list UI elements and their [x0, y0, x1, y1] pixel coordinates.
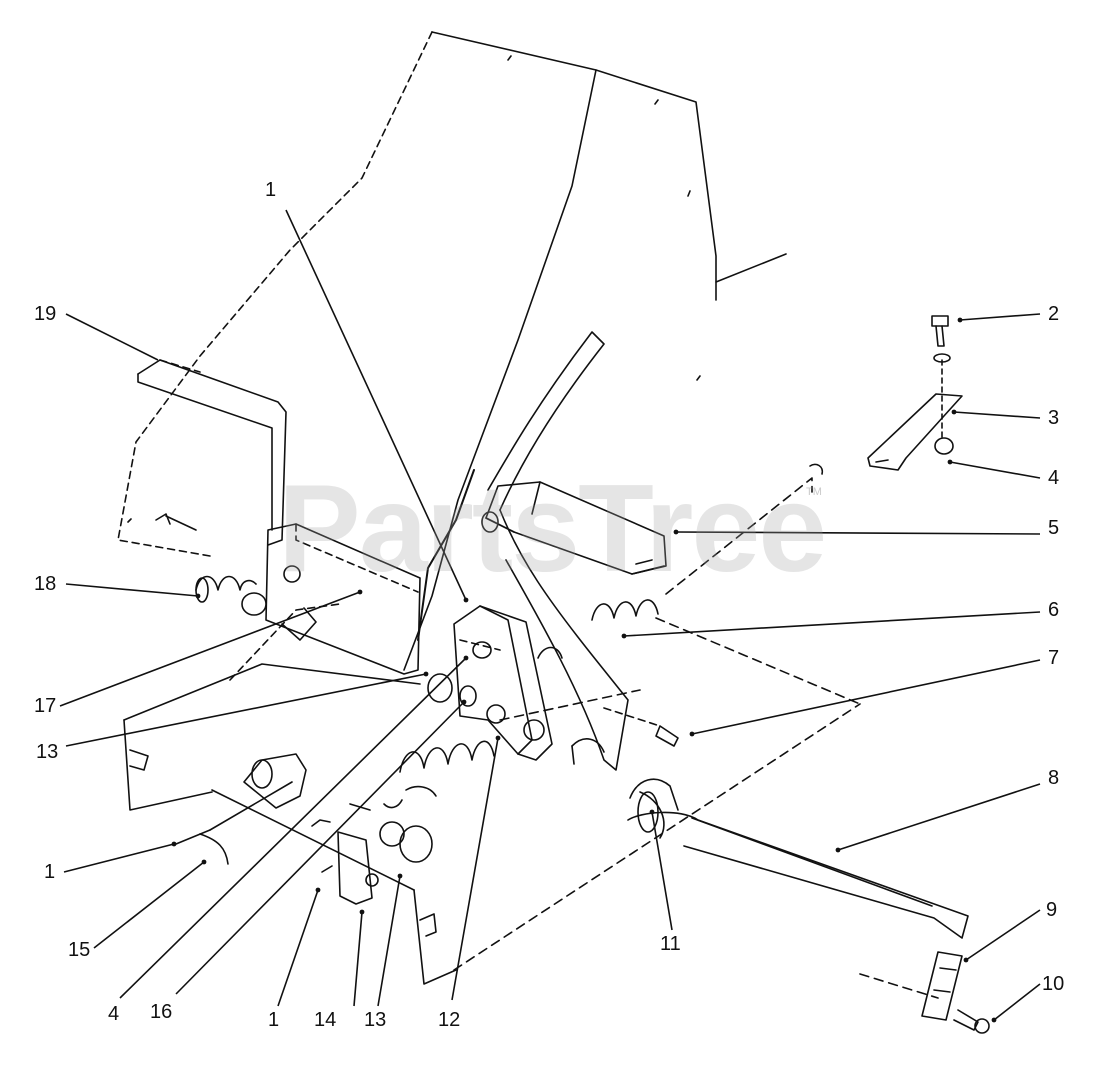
pedal-pad [481, 481, 667, 575]
link-plate [453, 605, 553, 761]
callout-13-bottom: 13 [364, 1009, 387, 1031]
callout-3: 3 [1048, 407, 1060, 429]
callout-12: 12 [438, 1009, 461, 1031]
spring-18 [155, 513, 267, 616]
callout-1-left: 1 [44, 861, 56, 883]
callout-4-bottom: 4 [108, 1003, 120, 1025]
callout-5: 5 [1048, 517, 1060, 539]
callout-17: 17 [34, 695, 57, 717]
base-frame [123, 617, 861, 985]
callout-11: 11 [660, 933, 681, 955]
bracket-3 [867, 315, 963, 471]
bracket-19 [137, 359, 287, 546]
leader-lines [59, 209, 1041, 1021]
pedal-arm [487, 331, 629, 771]
callout-13-left: 13 [36, 741, 59, 763]
leader-dots [171, 317, 997, 1023]
callout-1-top: 1 [265, 179, 277, 201]
callout-14: 14 [314, 1009, 337, 1031]
shaft [571, 738, 969, 939]
callout-18: 18 [34, 573, 57, 595]
callout-16: 16 [150, 1001, 173, 1023]
watermark-trademark: TM [806, 486, 822, 498]
callout-15: 15 [68, 939, 91, 961]
callout-4-right: 4 [1048, 467, 1060, 489]
callout-8: 8 [1048, 767, 1060, 789]
callout-9: 9 [1046, 899, 1058, 921]
callout-2: 2 [1048, 303, 1060, 325]
callout-1-bottom: 1 [268, 1009, 280, 1031]
callout-10: 10 [1042, 973, 1065, 995]
spring-16 [383, 740, 495, 809]
callout-7: 7 [1048, 647, 1060, 669]
callout-6: 6 [1048, 599, 1060, 621]
clip-9 [859, 951, 990, 1034]
spring-6 [537, 463, 824, 659]
pivot-bracket [175, 753, 433, 905]
pedal-plate [117, 31, 787, 671]
pivot-hardware [427, 639, 679, 747]
watermark-logo: PartsTree [278, 460, 827, 598]
callout-19: 19 [34, 303, 57, 325]
